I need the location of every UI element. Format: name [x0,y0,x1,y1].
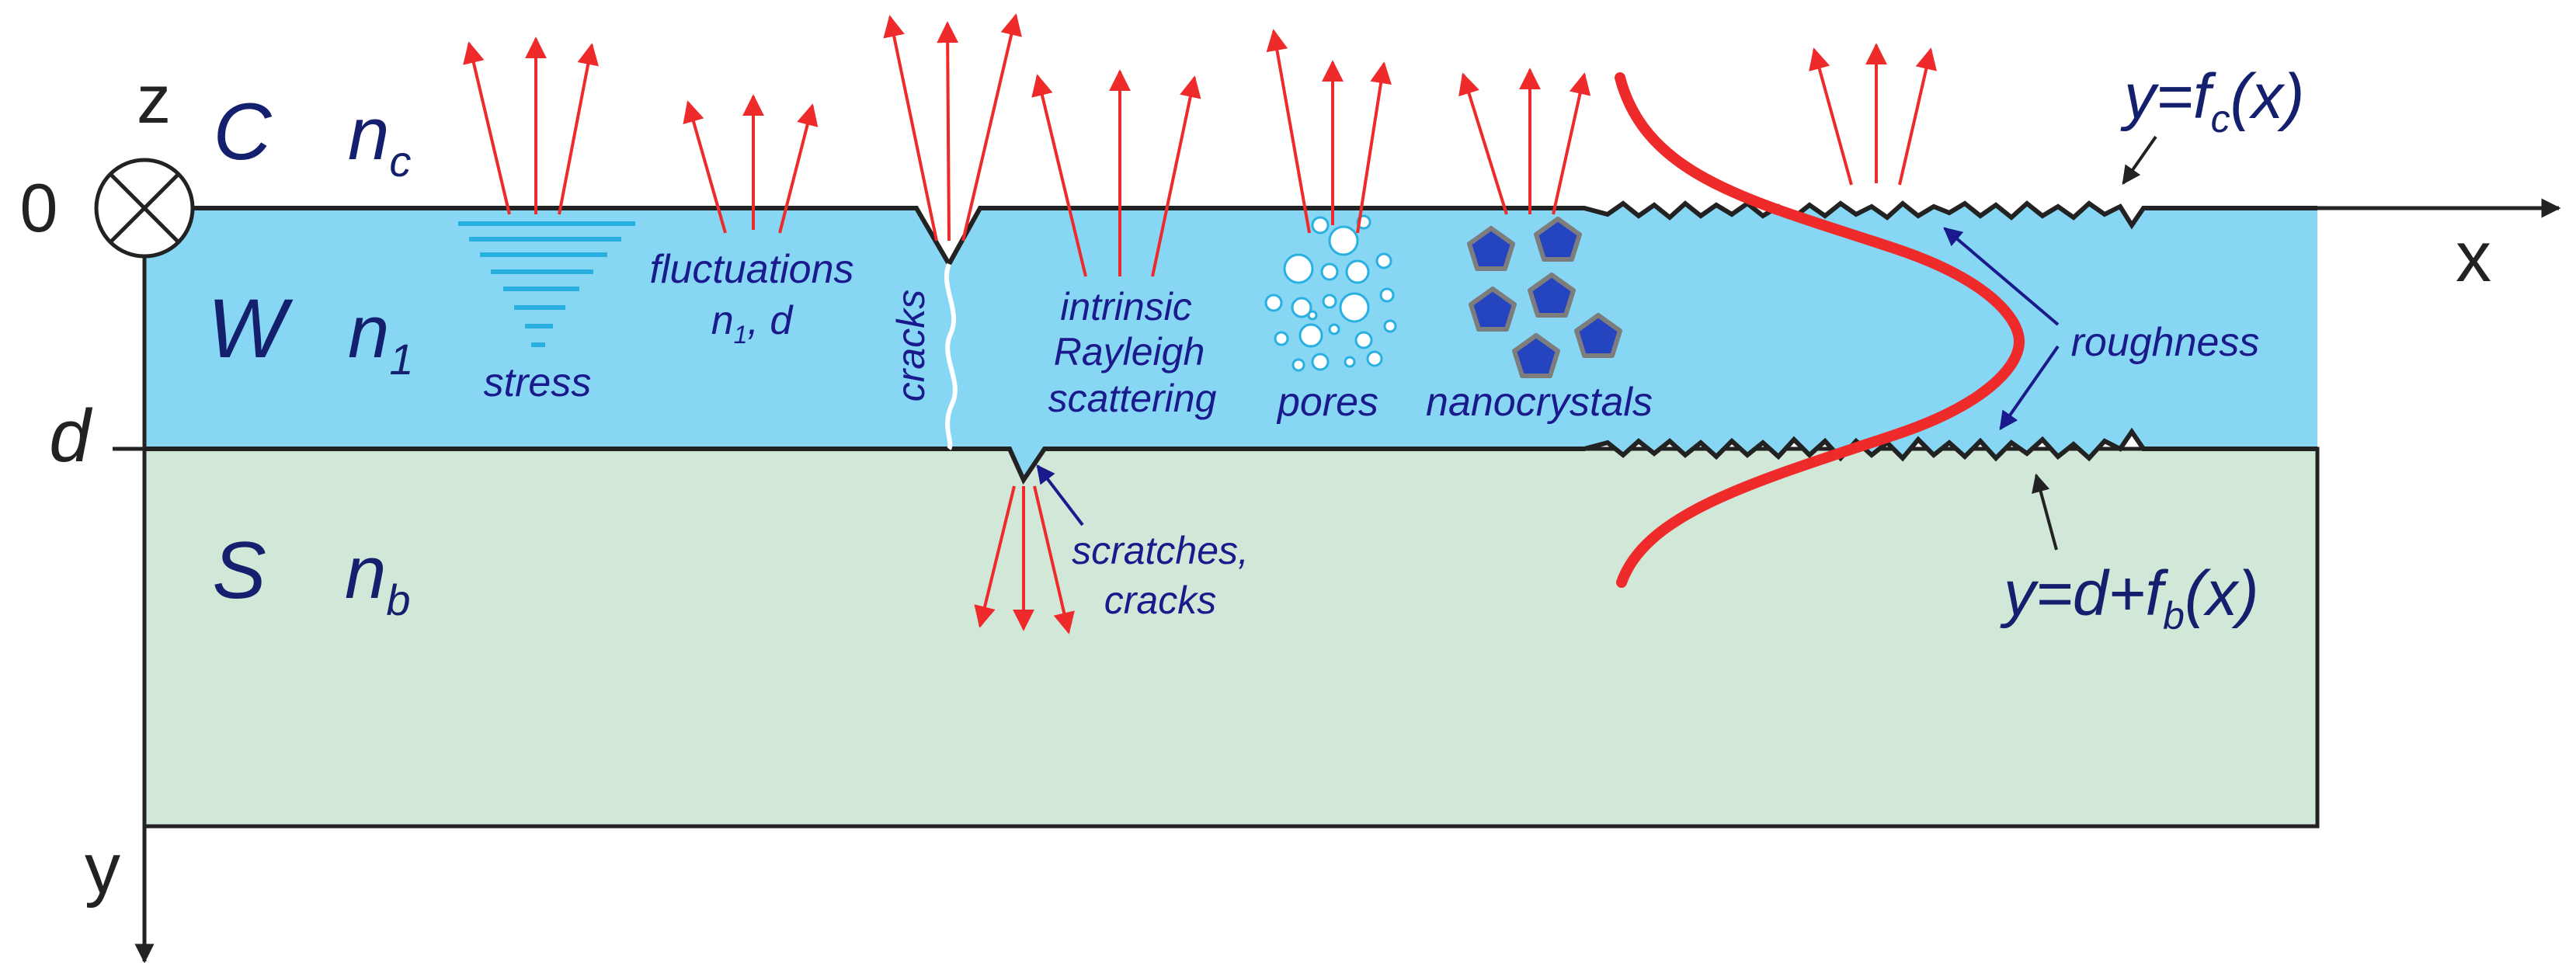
scatter-arrow [937,21,959,242]
bottom-surface-equation: y=d+fb(x) [2000,558,2259,638]
z-axis-label: z [137,61,171,137]
scatter-arrow [1356,61,1392,234]
z-axis-into-page-icon [94,158,195,259]
substrate-letter: S [212,526,266,616]
intrinsic-label-line1: intrinsic [1060,285,1191,328]
d-axis-label: d [49,394,92,478]
scatter-arrow [1031,74,1087,277]
fluctuations-params-label: n1, d [711,298,794,349]
scattering-arrows-bottom [974,485,1075,634]
scatter-arrow [1898,47,1937,186]
pores-icon [1264,214,1397,372]
scatter-arrow [1458,72,1508,215]
scatter-arrow [1151,75,1201,277]
roughness-pointer-top [1943,227,2060,326]
scatter-arrow [961,13,1022,242]
stress-lines-icon [458,221,635,347]
nanocrystals-icon [1467,217,1622,378]
scatter-arrow [883,15,938,242]
scatter-arrow [1033,485,1075,634]
scatter-arrow [558,43,599,215]
bottom-equation-pointer [2032,473,2058,551]
mode-profile-curve [1615,72,2025,588]
roughness-label: roughness [2071,320,2260,365]
y-axis-label: y [85,829,120,909]
scratches-label-line2: cracks [1104,579,1216,622]
waveguide-index: n1 [348,290,414,384]
top-surface-equation: y=fc(x) [2120,61,2304,141]
top-equation-pointer [2122,135,2157,185]
scatter-arrow [778,103,819,234]
nanocrystals-label: nanocrystals [1426,380,1653,425]
scratches-pointer [1036,464,1084,526]
intrinsic-label-line3: scattering [1048,377,1217,420]
scatter-arrow [1552,72,1591,215]
cover-letter: C [213,87,272,177]
pores-label: pores [1276,380,1378,425]
x-axis-label: x [2456,217,2491,297]
scatter-arrow [974,485,1016,628]
origin-label: 0 [20,169,58,246]
substrate-index: nb [345,531,411,624]
cracks-vertical-label: cracks [889,290,933,401]
top-interface-line [144,200,2317,269]
scatter-arrow [463,41,511,215]
stress-label: stress [484,360,592,405]
scatter-arrow [683,100,727,234]
cover-index: nc [348,92,411,186]
roughness-pointer-bottom [1999,345,2060,430]
waveguide-layer [144,203,2317,480]
scattering-arrows-top [463,13,1937,277]
scatter-arrow [1809,47,1853,186]
fluctuations-label: fluctuations [649,247,853,292]
crack-line [944,262,958,450]
scratches-label-line1: scratches, [1072,529,1249,572]
substrate-layer [142,447,2320,829]
waveguide-letter: W [207,281,294,375]
scatter-arrow [1266,29,1311,234]
intrinsic-label-line2: Rayleigh [1054,330,1205,374]
